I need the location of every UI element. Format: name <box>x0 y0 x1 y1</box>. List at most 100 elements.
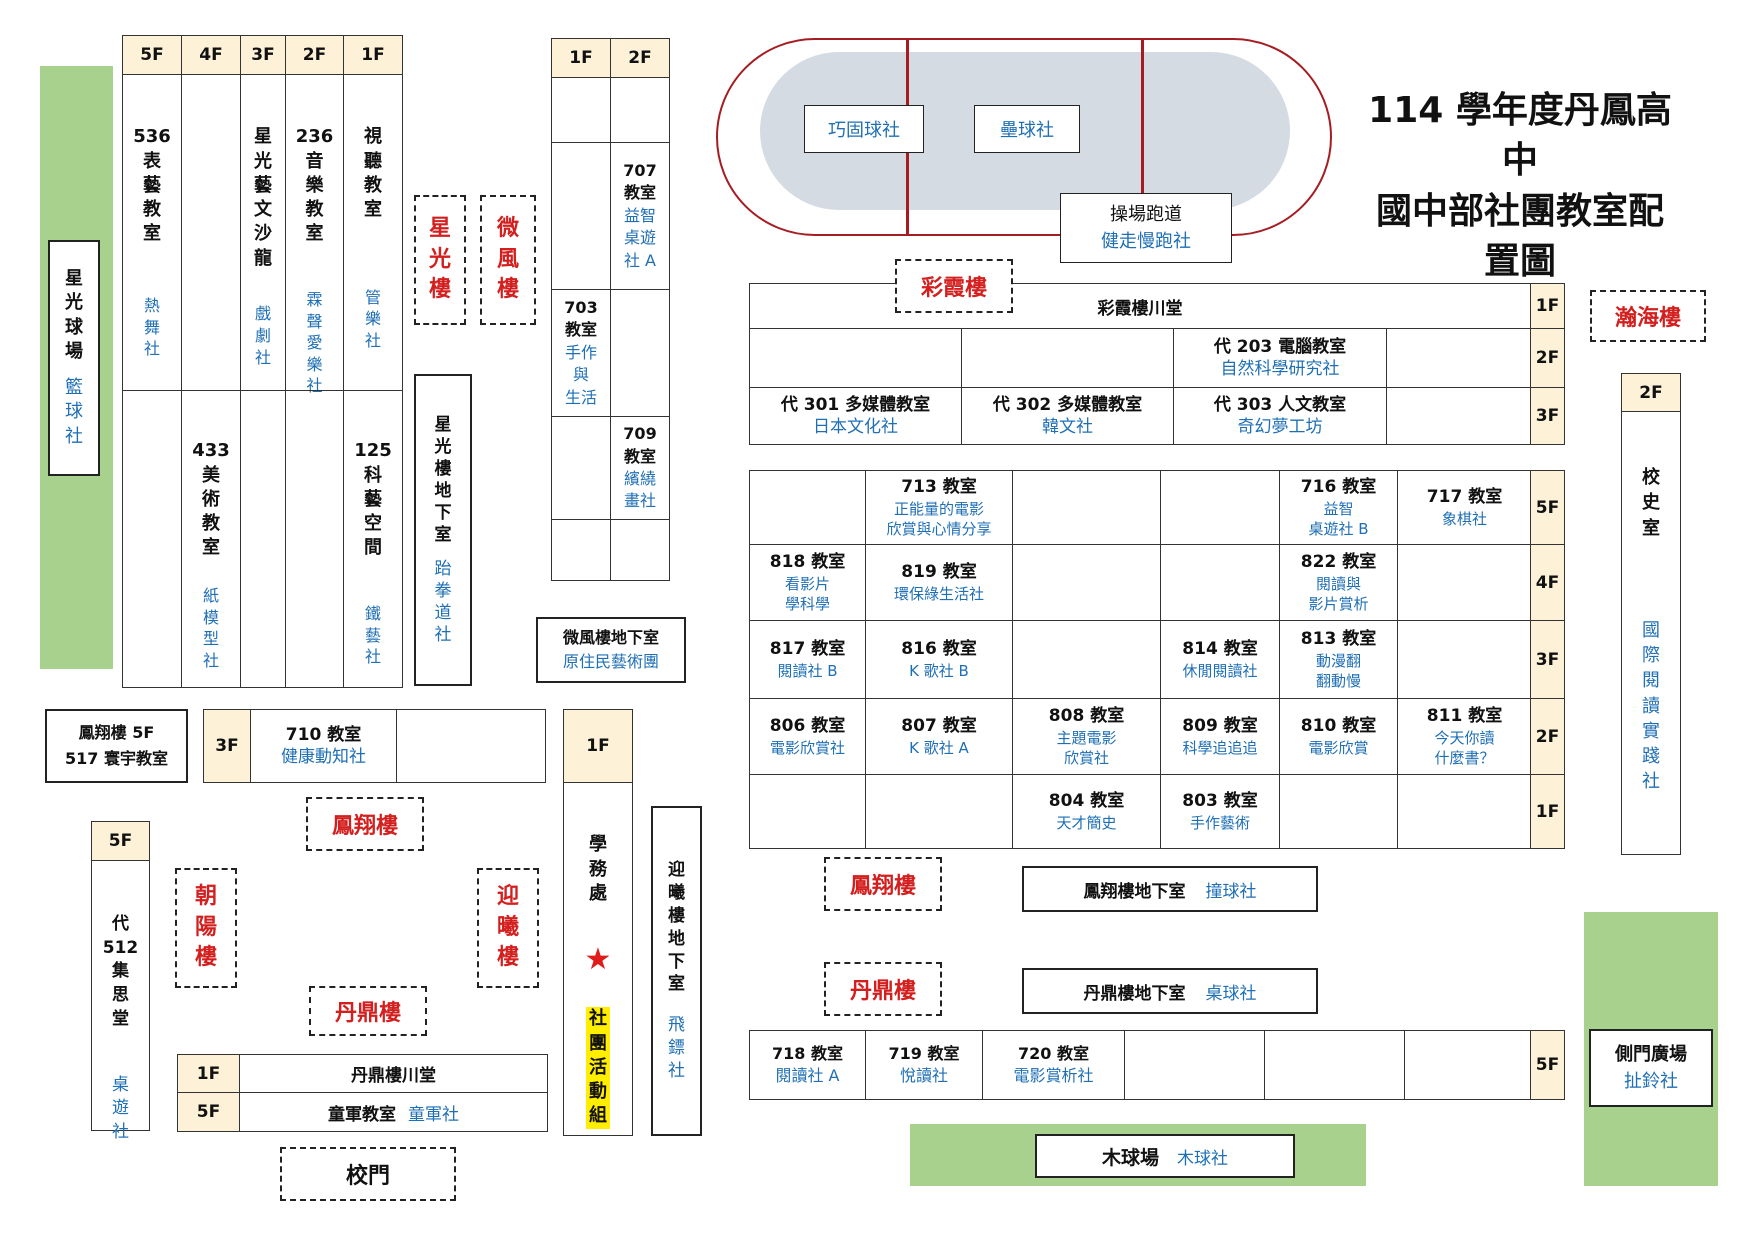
east-room-2-3: 814 教室休閒閱讀社 <box>1160 620 1280 699</box>
room-512-club: 桌 遊 社 <box>112 1074 129 1143</box>
label-yingxi: 迎 曦 樓 <box>477 868 539 988</box>
room-203-name: 代 203 電腦教室 <box>1213 336 1347 357</box>
label-weifeng-text: 微 風 樓 <box>496 215 519 303</box>
east-room-2-0: 817 教室閱讀社 B <box>749 620 866 699</box>
east-room-4-3: 803 教室手作藝術 <box>1160 774 1280 849</box>
room-236-club: 霖 聲 愛 樂 社 <box>306 290 323 396</box>
room-707-name: 707 教室 <box>623 161 657 203</box>
room-scout-club: 童軍社 <box>408 1104 459 1125</box>
label-chaoyang-text: 朝 陽 樓 <box>194 883 217 971</box>
weifeng-basement-name: 微風樓地下室 <box>562 628 659 647</box>
danding-basement-name: 丹鼎樓地下室 <box>1083 983 1186 1004</box>
east-room-name: 807 教室 <box>901 715 977 736</box>
court-softball: 壘球社 <box>974 105 1080 153</box>
east-room-club: 閱讀社 B <box>777 661 838 680</box>
east-room-0-0 <box>749 470 866 545</box>
caixia-2f-a <box>749 328 962 388</box>
room-709-club: 繽繞 畫社 <box>623 469 656 511</box>
row718-floor: 5F <box>1530 1030 1565 1100</box>
east-room-1-4: 822 教室閱讀與 影片賞析 <box>1279 544 1398 621</box>
room-5f-lower <box>122 390 182 688</box>
label-danding-east: 丹鼎樓 <box>824 962 942 1016</box>
yingxi-basement: 迎 曦 樓 地 下 室 飛 鏢 社 <box>651 806 702 1136</box>
east-room-club: 科學追追追 <box>1182 738 1258 757</box>
title-line-1: 114 學年度丹鳳高中 <box>1368 90 1672 182</box>
east-room-club: 電影欣賞 <box>1308 738 1369 757</box>
east-room-club: 今天你讀 什麼書？ <box>1434 728 1495 767</box>
row718-room-name: 720 教室 <box>1018 1044 1089 1064</box>
room-admin: 學 務 處 ★ 社 團 活 動 組 <box>563 782 633 1136</box>
room-row718-2: 720 教室電影賞析社 <box>982 1030 1125 1100</box>
east-room-club: 環保綠生活社 <box>893 584 984 603</box>
east-room-0-3 <box>1160 470 1280 545</box>
floor-3f: 3F <box>240 35 286 75</box>
east-room-1-1: 819 教室環保綠生活社 <box>865 544 1013 621</box>
label-xingguang: 星 光 樓 <box>414 195 466 325</box>
room-203: 代 203 電腦教室 自然科學研究社 <box>1173 328 1387 388</box>
room-512: 代 512 集 思 堂 桌 遊 社 <box>91 860 150 1142</box>
east-floor-4: 1F <box>1530 774 1565 849</box>
running-track <box>716 38 1332 236</box>
room-710: 710 教室 健康動知社 <box>250 709 397 783</box>
room-536-name: 536 表 藝 教 室 <box>133 126 171 245</box>
east-room-name: 806 教室 <box>769 715 846 736</box>
runway-club: 健走慢跑社 <box>1101 231 1191 252</box>
east-room-0-2 <box>1012 470 1161 545</box>
woodball-club: 木球社 <box>1177 1148 1228 1169</box>
east-room-4-5 <box>1397 774 1532 849</box>
room-433-name: 433 美 術 教 室 <box>192 440 230 559</box>
east-room-club: 休閒閱讀社 <box>1182 661 1258 680</box>
floor-5f: 5F <box>122 35 182 75</box>
room-302-club: 韓文社 <box>1042 417 1093 437</box>
east-room-name: 822 教室 <box>1300 551 1377 572</box>
east-room-club: 手作藝術 <box>1189 813 1250 832</box>
label-yingxi-text: 迎 曦 樓 <box>496 883 519 971</box>
east-room-4-1 <box>865 774 1013 849</box>
woodball-court: 木球場 木球社 <box>1035 1134 1295 1178</box>
room-125: 125 科 藝 空 間 鐵 藝 社 <box>343 390 403 688</box>
east-room-3-2: 808 教室主題電影 欣賞社 <box>1012 698 1161 775</box>
court-qiaogu-label: 巧固球社 <box>828 120 900 141</box>
label-weifeng: 微 風 樓 <box>480 195 536 325</box>
caixia-3f-d <box>1386 387 1531 445</box>
room-302-name: 代 302 多媒體教室 <box>992 394 1143 415</box>
court-softball-label: 壘球社 <box>1000 120 1054 141</box>
east-room-2-4: 813 教室動漫翻 翻動慢 <box>1279 620 1398 699</box>
room-433-club: 紙 模 型 社 <box>202 586 219 670</box>
room-av: 視 聽 教 室 管 樂 社 <box>343 74 403 391</box>
room-536: 536 表 藝 教 室 熱 舞 社 <box>122 74 182 391</box>
row718-room-club: 悅讀社 <box>899 1066 948 1085</box>
r710-empty <box>396 709 546 783</box>
weifeng-basement: 微風樓地下室 原住民藝術團 <box>536 617 686 683</box>
room-703-name: 703 教室 <box>564 298 598 340</box>
label-xingguang-text: 星 光 樓 <box>428 215 451 303</box>
east-room-4-4 <box>1279 774 1398 849</box>
room-303: 代 303 人文教室 奇幻夢工坊 <box>1173 387 1387 445</box>
fengxiang-basement-club: 撞球社 <box>1205 881 1257 902</box>
label-fengxiang-east: 鳳翔樓 <box>824 857 942 911</box>
east-room-club: 閱讀與 影片賞析 <box>1308 574 1369 613</box>
caixia-2f-d <box>1386 328 1531 388</box>
label-fengxiang-text: 鳳翔樓 <box>331 814 398 839</box>
east-room-club: K 歌社 B <box>909 661 969 680</box>
yingxi-basement-club: 飛 鏢 社 <box>668 1015 685 1082</box>
caixia-hall: 彩霞樓川堂 <box>749 283 1531 329</box>
xingguang-basement: 星 光 樓 地 下 室 跆 拳 道 社 <box>414 374 472 686</box>
east-room-name: 811 教室 <box>1426 705 1503 726</box>
danding-hall: 丹鼎樓川堂 <box>239 1054 548 1093</box>
east-room-name: 808 教室 <box>1048 705 1125 726</box>
danding-basement-club: 桌球社 <box>1205 983 1257 1004</box>
east-room-4-2: 804 教室天才簡史 <box>1012 774 1161 849</box>
room-236: 236 音 樂 教 室 霖 聲 愛 樂 社 <box>285 74 344 395</box>
woodball-name: 木球場 <box>1101 1146 1159 1169</box>
room-710-name: 710 教室 <box>285 724 362 745</box>
basketball-club: 籃 球 社 <box>65 377 83 447</box>
room-707: 707 教室 益智 桌遊 社 A <box>610 142 670 290</box>
floor-2f: 2F <box>285 35 344 75</box>
east-room-1-5 <box>1397 544 1532 621</box>
east-floor-3: 2F <box>1530 698 1565 775</box>
mid-floor-2f: 2F <box>610 38 670 78</box>
floor-1f: 1F <box>343 35 403 75</box>
room-history-club: 國 際 閱 讀 實 踐 社 <box>1642 619 1660 793</box>
